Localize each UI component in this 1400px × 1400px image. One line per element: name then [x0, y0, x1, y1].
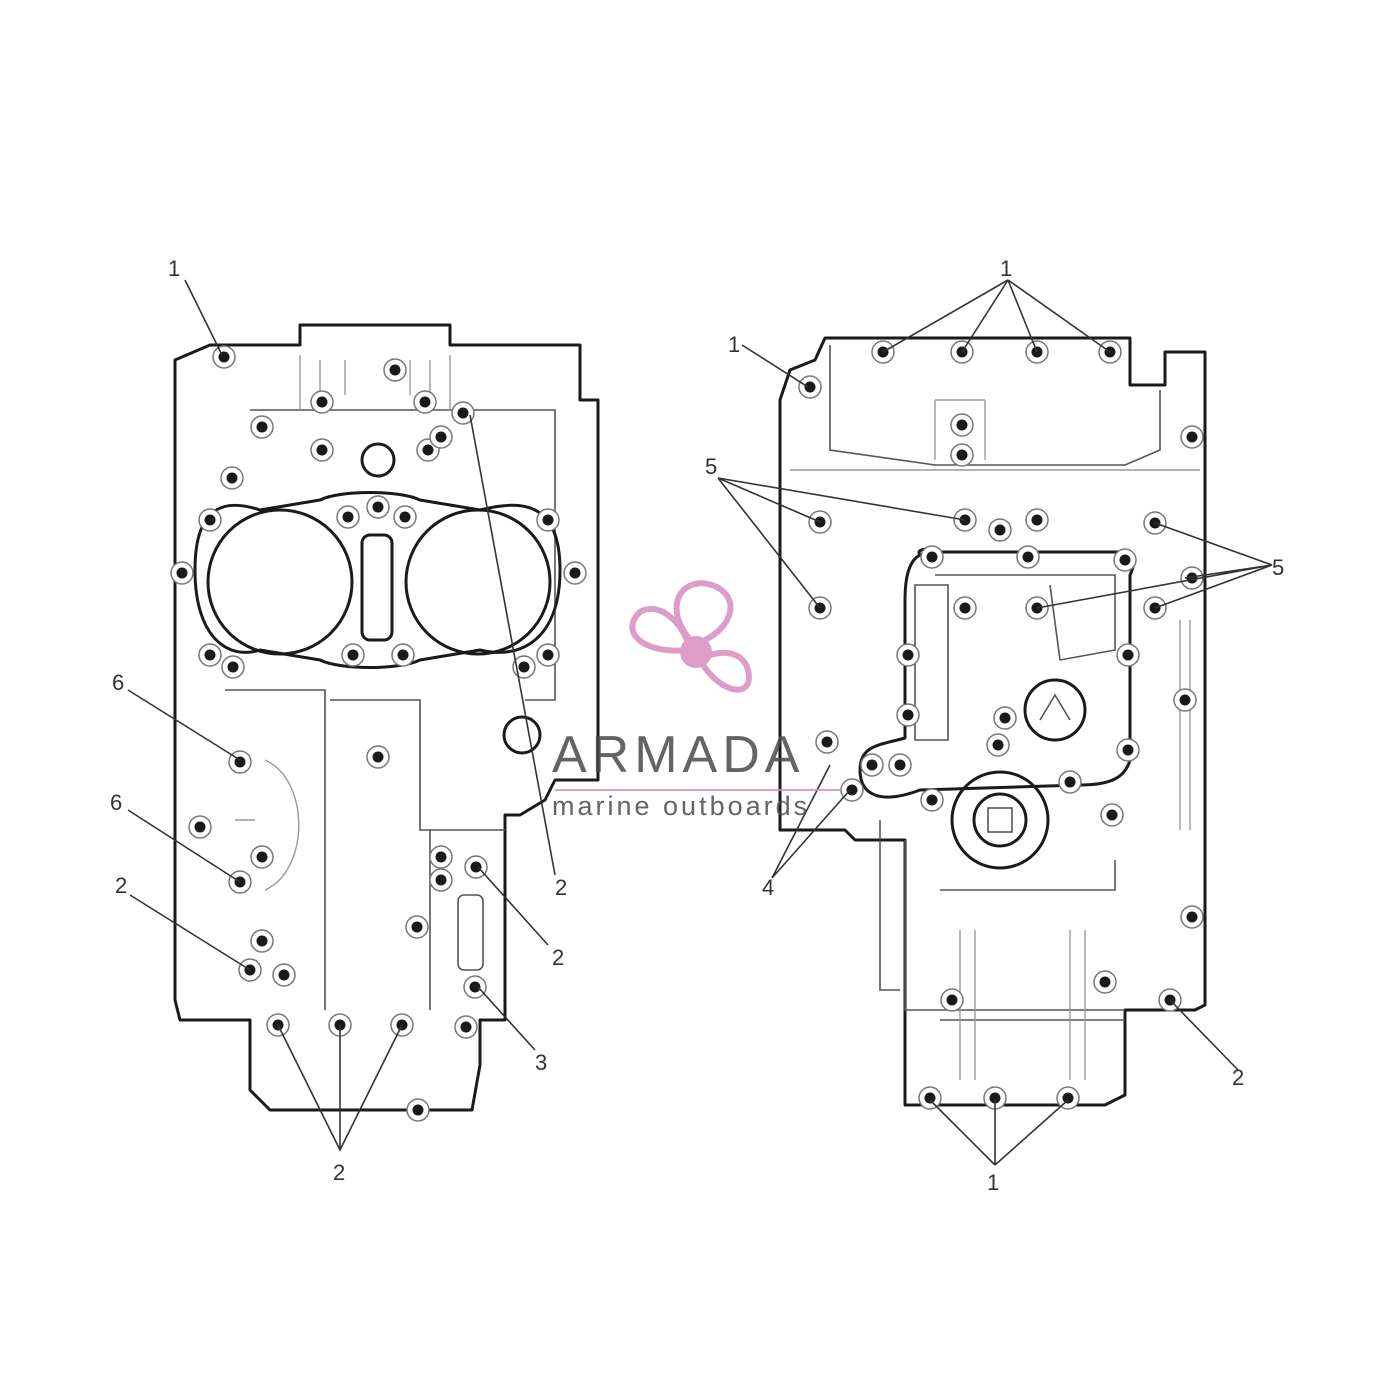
bolt-head — [1186, 431, 1198, 443]
callout-numbers: 1 6 6 2 2 2 2 3 1 1 5 5 4 2 1 — [110, 256, 1284, 1195]
bolt-head — [399, 511, 411, 523]
callout-right-1b: 1 — [728, 332, 740, 357]
bolt-head — [435, 851, 447, 863]
bolt-head — [411, 921, 423, 933]
leader-lines — [127, 279, 1273, 1166]
bolt-head — [372, 501, 384, 513]
bolt-head — [1031, 514, 1043, 526]
bolt-head — [821, 736, 833, 748]
bolt-head — [994, 524, 1006, 536]
bolt-head — [347, 649, 359, 661]
bolt-head — [569, 567, 581, 579]
bolt-head — [542, 649, 554, 661]
bolt-head — [956, 449, 968, 461]
bolt-head — [1122, 649, 1134, 661]
callout-left-2a: 2 — [115, 873, 127, 898]
bolt-head — [1122, 744, 1134, 756]
bolt-head — [397, 649, 409, 661]
bolt-head — [389, 364, 401, 376]
bolt-head — [469, 981, 481, 993]
bolt-head — [460, 1021, 472, 1033]
bolt-head — [316, 444, 328, 456]
callout-left-2b: 2 — [555, 875, 567, 900]
bolt-head — [204, 649, 216, 661]
propeller-icon — [629, 580, 752, 693]
callout-left-2d: 2 — [333, 1160, 345, 1185]
bolt-head — [924, 1092, 936, 1104]
brand-tagline: marine outboards — [552, 791, 810, 821]
left-crankcase — [173, 323, 600, 1112]
bolt-head — [956, 419, 968, 431]
callout-left-6a: 6 — [112, 670, 124, 695]
bolt-head — [256, 935, 268, 947]
callout-right-1c: 1 — [987, 1170, 999, 1195]
bolt-head — [846, 784, 858, 796]
bolt-head — [1064, 776, 1076, 788]
bolt-head — [218, 351, 230, 363]
bolt-head — [1099, 976, 1111, 988]
callout-right-5b: 5 — [1272, 555, 1284, 580]
bolt-head — [518, 661, 530, 673]
bolt-head — [316, 396, 328, 408]
callout-left-3: 3 — [535, 1050, 547, 1075]
bolt-head — [1186, 911, 1198, 923]
bolt-head — [1119, 554, 1131, 566]
bolt-head — [1179, 694, 1191, 706]
bolt-head — [256, 421, 268, 433]
bolt-head — [256, 851, 268, 863]
bolt-head — [278, 969, 290, 981]
bolt-head — [1062, 1092, 1074, 1104]
bolt-head — [457, 407, 469, 419]
bolt-head — [894, 759, 906, 771]
bolt-head — [227, 661, 239, 673]
bolt-head — [1022, 551, 1034, 563]
bolt-head — [234, 756, 246, 768]
bolt-head — [372, 751, 384, 763]
bolt-head — [342, 511, 354, 523]
armada-logo: ARMADA marine outboards — [552, 580, 840, 821]
bolt-head — [1106, 809, 1118, 821]
bolt-head — [926, 794, 938, 806]
bolt-head — [176, 567, 188, 579]
bolt-head — [959, 602, 971, 614]
callout-left-2c: 2 — [552, 945, 564, 970]
bolt-head — [194, 821, 206, 833]
bolt-head — [204, 514, 216, 526]
bolt-head — [902, 709, 914, 721]
callout-right-4: 4 — [762, 875, 774, 900]
callout-left-6b: 6 — [110, 790, 122, 815]
bolt-head — [435, 431, 447, 443]
bolt-head — [902, 649, 914, 661]
bolt-head — [926, 551, 938, 563]
bolt-head — [999, 712, 1011, 724]
bolt-head — [804, 381, 816, 393]
callout-right-1a: 1 — [1000, 256, 1012, 281]
right-crankcase — [778, 336, 1207, 1107]
brand-name: ARMADA — [552, 726, 804, 784]
bolt-head — [992, 739, 1004, 751]
bolt-head — [470, 861, 482, 873]
bolt-head — [989, 1092, 1001, 1104]
bolt-head — [412, 1104, 424, 1116]
bolt-head — [946, 994, 958, 1006]
bolt-head — [422, 444, 434, 456]
bolt-head — [435, 874, 447, 886]
bolt-head — [866, 759, 878, 771]
callout-right-5a: 5 — [705, 454, 717, 479]
callout-right-2: 2 — [1232, 1065, 1244, 1090]
bolt-head — [419, 396, 431, 408]
callout-left-1: 1 — [168, 256, 180, 281]
bolt-head — [542, 514, 554, 526]
bolt-head — [226, 472, 238, 484]
